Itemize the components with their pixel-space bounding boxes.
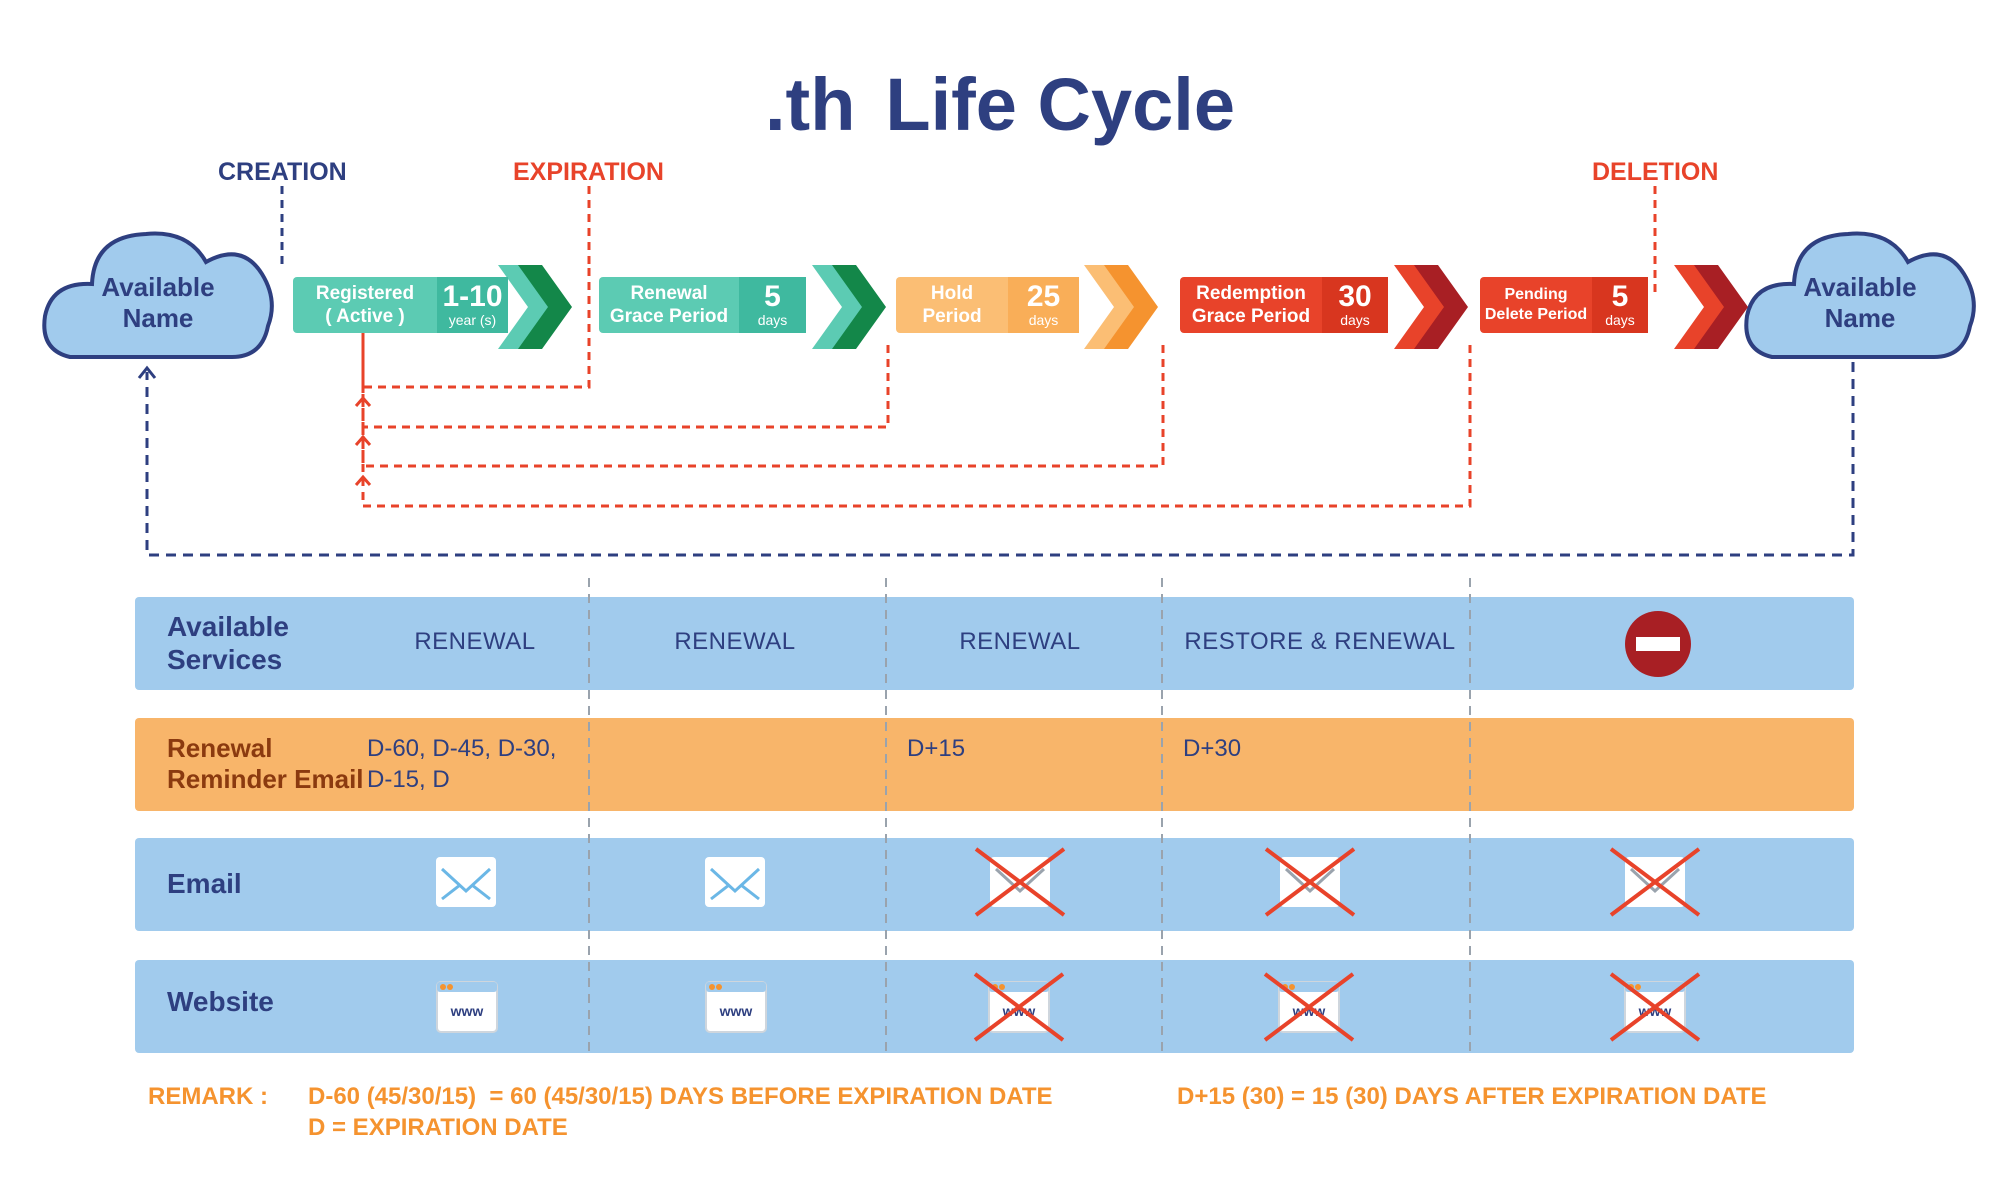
- chevron-4: [1394, 265, 1468, 349]
- cloud-right: Available Name: [1780, 272, 1940, 334]
- cloud-left-line1: Available: [101, 272, 215, 302]
- remark-label: REMARK :: [148, 1083, 268, 1110]
- services-band: [135, 597, 1854, 690]
- title-main: Life Cycle: [885, 63, 1235, 146]
- chevron-3: [1084, 265, 1158, 349]
- reminder-band: [135, 718, 1854, 811]
- chevron-1: [498, 265, 572, 349]
- remark-line1: D-60 (45/30/15) = 60 (45/30/15) DAYS BEF…: [308, 1083, 1053, 1110]
- email-header: Email: [167, 868, 242, 899]
- remark-line2: D = EXPIRATION DATE: [308, 1114, 568, 1141]
- chevron-2: [812, 265, 886, 349]
- email-band: [135, 838, 1854, 931]
- reminder-cell-4: D+30: [1183, 735, 1242, 762]
- cloud-right-line1: Available: [1803, 272, 1917, 302]
- service-cell-2: RENEWAL: [674, 628, 796, 655]
- remark-right: D+15 (30) = 15 (30) DAYS AFTER EXPIRATIO…: [1177, 1083, 1767, 1110]
- cloud-left-line2: Name: [122, 303, 194, 333]
- website-band: [135, 960, 1854, 1053]
- service-cell-3: RENEWAL: [959, 628, 1081, 655]
- cloud-right-line2: Name: [1824, 303, 1896, 333]
- website-header: Website: [167, 986, 274, 1017]
- service-cell-4: RESTORE & RENEWAL: [1184, 628, 1456, 655]
- remark-left: D-60 (45/30/15) = 60 (45/30/15) DAYS BEF…: [308, 1081, 1053, 1143]
- creation-label: CREATION: [218, 158, 347, 186]
- reminder-cell-3: D+15: [907, 735, 966, 762]
- expiration-label: EXPIRATION: [513, 158, 664, 186]
- stage-registered-label: Registered( Active ): [315, 283, 415, 327]
- deletion-label: DELETION: [1592, 158, 1719, 186]
- page-title: .th Life Cycle: [0, 62, 2000, 147]
- reminder-cell-1: D-60, D-45, D-30,D-15, D: [367, 735, 557, 793]
- chevron-5: [1674, 265, 1748, 349]
- service-cell-1: RENEWAL: [414, 628, 536, 655]
- title-prefix: .th: [765, 63, 856, 146]
- cloud-left: Available Name: [78, 272, 238, 334]
